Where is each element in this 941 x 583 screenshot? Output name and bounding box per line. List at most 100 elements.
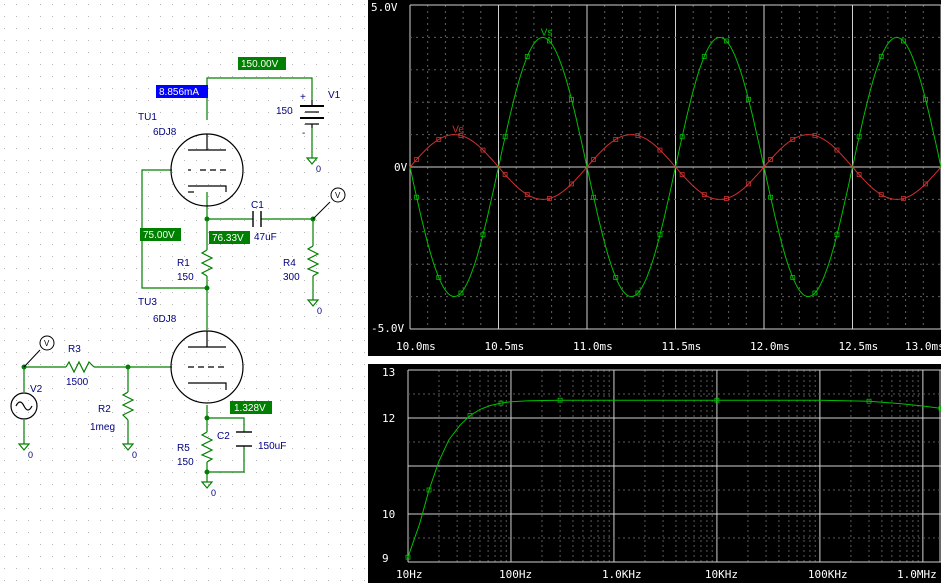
battery-v1[interactable] bbox=[300, 100, 324, 128]
r2-value: 1meg bbox=[90, 422, 115, 433]
data-point bbox=[790, 275, 796, 280]
data-point bbox=[498, 400, 504, 406]
bode-series bbox=[405, 397, 941, 560]
data-point bbox=[657, 147, 663, 153]
data-point bbox=[834, 232, 840, 238]
x-tick-label: 11.0ms bbox=[573, 340, 613, 353]
data-point bbox=[502, 172, 508, 177]
data-point bbox=[657, 232, 663, 238]
data-point bbox=[923, 181, 928, 187]
x-tick-label: 10KHz bbox=[705, 568, 738, 581]
sine-source-v2[interactable] bbox=[10, 392, 38, 420]
data-point bbox=[635, 133, 641, 138]
data-point bbox=[878, 192, 884, 198]
tube-tu3[interactable] bbox=[170, 330, 244, 404]
readout-badge bbox=[230, 401, 272, 414]
r1-name: R1 bbox=[177, 258, 190, 269]
mid-voltage-readout: 76.33V bbox=[212, 233, 244, 244]
ground-icon-r2 bbox=[121, 443, 135, 451]
data-point bbox=[723, 196, 729, 201]
cathode-voltage-readout: 1.328V bbox=[234, 403, 266, 414]
data-point bbox=[569, 96, 574, 102]
v1-name: V1 bbox=[328, 90, 341, 101]
v2-name: V2 bbox=[30, 384, 43, 395]
r1-value: 150 bbox=[177, 272, 194, 283]
y-tick-label: -5.0V bbox=[371, 322, 404, 335]
data-point bbox=[812, 133, 818, 138]
voltage-probe-input[interactable]: V bbox=[39, 335, 55, 351]
series-label: Ve bbox=[452, 125, 464, 136]
tube-tu1[interactable] bbox=[170, 133, 244, 207]
data-point bbox=[524, 192, 530, 198]
c1-value: 47uF bbox=[254, 232, 277, 243]
readout-badge bbox=[209, 231, 250, 244]
y-tick-label: 5.0V bbox=[371, 1, 398, 14]
data-point bbox=[467, 413, 473, 418]
capacitor-c1[interactable] bbox=[252, 211, 262, 227]
data-point bbox=[546, 196, 552, 201]
data-point bbox=[613, 275, 619, 280]
r2-name: R2 bbox=[98, 404, 111, 415]
r5-value: 150 bbox=[177, 457, 194, 468]
c1-name: C1 bbox=[251, 200, 264, 211]
y-tick-label: 0V bbox=[394, 161, 408, 174]
x-tick-label: 1.0KHz bbox=[602, 568, 642, 581]
ground-icon-r5 bbox=[200, 481, 214, 489]
anode-current-readout: 8.856mA bbox=[159, 87, 199, 98]
c2-name: C2 bbox=[217, 431, 230, 442]
data-point bbox=[546, 38, 552, 44]
x-tick-label: 10Hz bbox=[396, 568, 423, 581]
data-point bbox=[480, 232, 486, 238]
bode-grid bbox=[407, 369, 941, 563]
ground-label: 0 bbox=[317, 306, 322, 316]
x-tick-label: 13.0ms bbox=[905, 340, 941, 353]
ground-label: 0 bbox=[28, 450, 33, 460]
schematic-canvas[interactable]: 0 0 0 0 0 V V TU1 6DJ8 V1 150 + - C1 47u… bbox=[0, 0, 370, 583]
data-point bbox=[557, 397, 563, 403]
data-point bbox=[701, 192, 707, 198]
resistor-r1[interactable] bbox=[200, 249, 214, 277]
data-point bbox=[900, 196, 906, 201]
resistor-r3[interactable] bbox=[65, 360, 95, 374]
data-point bbox=[613, 136, 619, 142]
resistor-r2[interactable] bbox=[121, 391, 135, 421]
x-tick-label: 12.5ms bbox=[839, 340, 879, 353]
tu3-type: 6DJ8 bbox=[153, 314, 177, 325]
data-point bbox=[714, 397, 720, 403]
y-tick-label: 10 bbox=[382, 508, 395, 521]
r4-name: R4 bbox=[283, 258, 296, 269]
voltage-probe-output[interactable]: V bbox=[330, 187, 346, 203]
data-point bbox=[900, 38, 906, 44]
svg-text:V: V bbox=[335, 191, 341, 200]
data-point bbox=[458, 133, 464, 138]
data-point bbox=[790, 136, 796, 142]
data-point bbox=[768, 157, 774, 162]
data-point bbox=[723, 38, 729, 44]
y-tick-label: 9 bbox=[382, 552, 389, 565]
x-tick-label: 100KHz bbox=[808, 568, 848, 581]
v1-value: 150 bbox=[276, 106, 293, 117]
ground-label: 0 bbox=[211, 488, 216, 498]
y-tick-label: 12 bbox=[382, 412, 395, 425]
ground-icon-r4 bbox=[306, 299, 320, 307]
v1-minus: - bbox=[302, 128, 305, 139]
top-voltage-readout: 150.00V bbox=[241, 59, 279, 70]
data-point bbox=[938, 406, 941, 411]
resistor-r5[interactable] bbox=[200, 431, 214, 463]
series-line-gain bbox=[407, 399, 941, 558]
c2-value: 150uF bbox=[258, 441, 286, 452]
capacitor-c2[interactable] bbox=[236, 431, 252, 447]
r4-value: 300 bbox=[283, 272, 300, 283]
data-point bbox=[569, 181, 574, 187]
resistor-r4[interactable] bbox=[306, 245, 320, 277]
data-point bbox=[679, 134, 685, 140]
data-point bbox=[746, 96, 751, 102]
grid-voltage-readout: 75.00V bbox=[143, 230, 175, 241]
data-point bbox=[405, 554, 411, 560]
y-tick-label: 13 bbox=[382, 366, 395, 379]
ground-label: 0 bbox=[132, 450, 137, 460]
data-point bbox=[524, 54, 530, 59]
